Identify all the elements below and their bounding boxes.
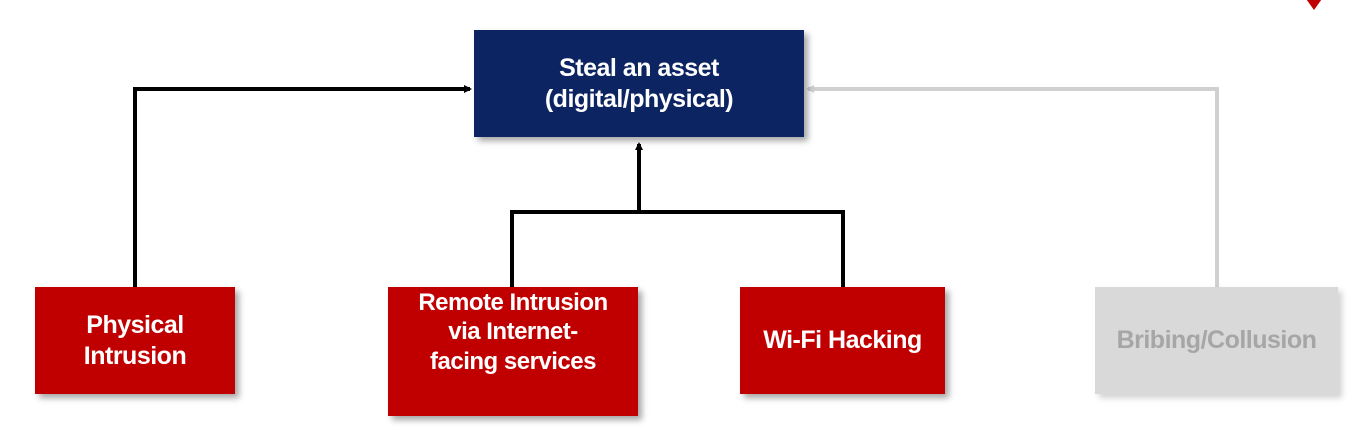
goal-node-label: Steal an asset (digital/physical) — [544, 54, 734, 113]
node-wifi-hacking: Wi-Fi Hacking — [740, 287, 945, 394]
node-bribing-collusion: Bribing/Collusion — [1095, 287, 1338, 394]
node-remote-intrusion-label: Remote Intrusion via Internet- facing se… — [418, 289, 608, 375]
edge-physical-to-goal — [133, 85, 472, 287]
edge-wifi-to-junction — [638, 210, 845, 287]
node-physical-intrusion: Physical Intrusion — [35, 287, 235, 394]
node-physical-intrusion-label: Physical Intrusion — [83, 311, 187, 370]
goal-node: Steal an asset (digital/physical) — [474, 30, 804, 137]
node-remote-intrusion: Remote Intrusion via Internet- facing se… — [388, 287, 638, 416]
node-wifi-hacking-label: Wi-Fi Hacking — [763, 326, 922, 355]
edge-bribe-to-goal — [806, 85, 1219, 287]
corner-logo-fragment — [1306, 0, 1322, 11]
edge-remote-to-junction — [510, 210, 640, 287]
node-bribing-collusion-label: Bribing/Collusion — [1116, 326, 1317, 355]
